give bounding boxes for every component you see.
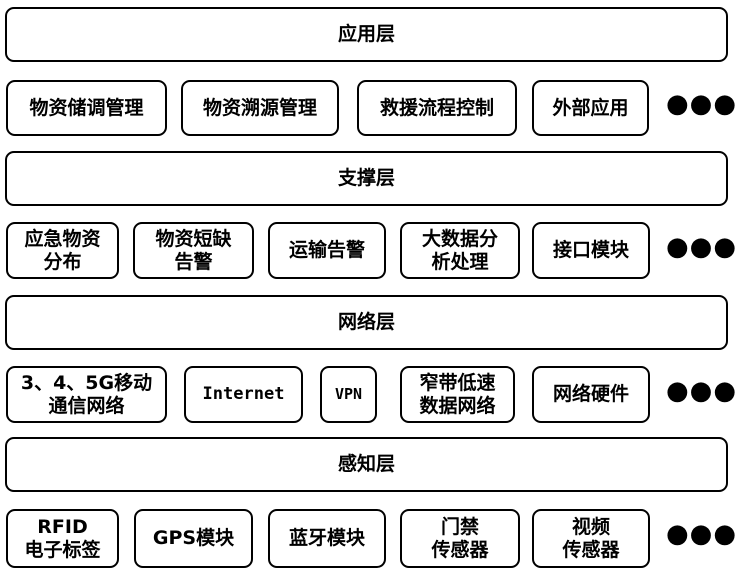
more-indicator: ●●●: [666, 519, 738, 549]
more-indicator: ●●●: [666, 376, 738, 406]
app-item-rescue-control: 救援流程控制: [357, 80, 517, 136]
app-item-external-apps: 外部应用: [532, 80, 649, 136]
perception-item-gps: GPS模块: [134, 509, 253, 568]
perception-layer: 感知层: [5, 437, 728, 492]
app-item-material-storage: 物资储调管理: [6, 80, 167, 136]
support-item-big-data: 大数据分 析处理: [400, 222, 520, 279]
network-item-vpn: VPN: [320, 366, 377, 423]
support-item-interface-module: 接口模块: [532, 222, 650, 279]
perception-item-rfid: RFID 电子标签: [6, 509, 119, 568]
support-item-transport-alert: 运输告警: [268, 222, 386, 279]
application-layer: 应用层: [5, 7, 728, 62]
support-item-shortage-alert: 物资短缺 告警: [133, 222, 254, 279]
support-layer: 支撑层: [5, 151, 728, 206]
network-item-narrowband: 窄带低速 数据网络: [400, 366, 515, 423]
more-indicator: ●●●: [666, 232, 738, 262]
network-item-internet: Internet: [184, 366, 303, 423]
more-indicator: ●●●: [666, 89, 738, 119]
perception-item-video-sensor: 视频 传感器: [532, 509, 650, 568]
perception-item-access-sensor: 门禁 传感器: [400, 509, 520, 568]
network-layer: 网络层: [5, 295, 728, 350]
app-item-material-tracing: 物资溯源管理: [181, 80, 339, 136]
perception-item-bluetooth: 蓝牙模块: [268, 509, 386, 568]
network-item-mobile: 3、4、5G移动 通信网络: [6, 366, 167, 423]
support-item-material-distribution: 应急物资 分布: [6, 222, 119, 279]
network-item-hardware: 网络硬件: [532, 366, 650, 423]
